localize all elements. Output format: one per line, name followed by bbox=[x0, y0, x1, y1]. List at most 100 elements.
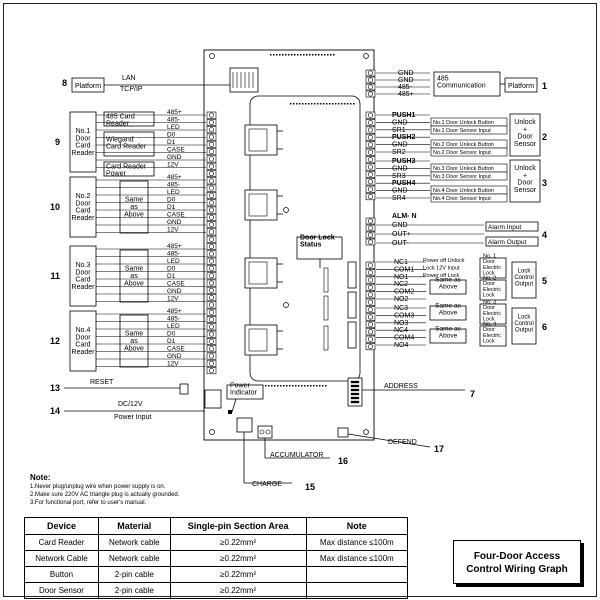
platform-box-right bbox=[504, 77, 538, 93]
pin-dot bbox=[300, 54, 302, 56]
terminal-screw bbox=[209, 214, 215, 220]
pin-dot bbox=[289, 385, 291, 387]
terminal-screw bbox=[209, 302, 215, 308]
notes-block: Note: 1.Never plug/unplug wire when powe… bbox=[30, 474, 179, 507]
table-cell: 2-pin cable bbox=[97, 582, 171, 599]
terminal-screw bbox=[367, 179, 373, 185]
push-note: No.1 Door Sensor Input bbox=[433, 128, 491, 134]
pin-dot bbox=[301, 385, 303, 387]
terminal-pin bbox=[365, 298, 376, 306]
note-line-3: 3.For functional port, refer to user's m… bbox=[30, 500, 147, 506]
table-cell: Network Cable bbox=[24, 550, 99, 567]
terminal-pin bbox=[365, 335, 376, 343]
terminal-screw bbox=[367, 218, 373, 224]
pin-dot bbox=[290, 103, 292, 105]
terminal-pin bbox=[365, 276, 376, 284]
callout-11: 11 bbox=[50, 271, 60, 281]
charge-label: CHARGE bbox=[252, 481, 282, 488]
pin-dot bbox=[324, 54, 326, 56]
reader-group-box bbox=[69, 111, 97, 173]
terminal-screw bbox=[209, 207, 215, 213]
pin-label: LED bbox=[167, 323, 180, 330]
terminal-pin bbox=[206, 148, 217, 156]
terminal-pin bbox=[365, 291, 376, 299]
lock-pin-label: NC4 bbox=[394, 327, 408, 334]
terminal-pin bbox=[365, 343, 376, 351]
terminal-pin bbox=[206, 352, 217, 360]
lock-pin-label: NC3 bbox=[394, 305, 408, 312]
lock-pin-label: NC2 bbox=[394, 281, 408, 288]
callout-12: 12 bbox=[50, 336, 60, 346]
terminal-pin bbox=[206, 111, 217, 119]
pin-label: 12V bbox=[167, 162, 179, 169]
pin-dot bbox=[323, 103, 325, 105]
push-pin-label: GND bbox=[392, 119, 408, 126]
terminal-pin bbox=[206, 330, 217, 338]
table-cell: Network cable bbox=[97, 534, 171, 551]
mount-hole bbox=[209, 53, 215, 59]
pin-dot bbox=[350, 103, 352, 105]
callout-1: 1 bbox=[542, 81, 547, 91]
terminal-screw bbox=[367, 134, 373, 140]
terminal-screw bbox=[367, 329, 373, 335]
pin-label: 485+ bbox=[167, 308, 182, 315]
terminal-pin bbox=[206, 301, 217, 309]
terminal-pin bbox=[365, 269, 376, 277]
door-lock-2 bbox=[479, 279, 507, 301]
pin-dot bbox=[265, 385, 267, 387]
push-note: No.2 Door Sensor Input bbox=[433, 150, 491, 156]
dc-jack bbox=[204, 389, 222, 409]
pin-dot bbox=[310, 385, 312, 387]
terminal-screw bbox=[367, 232, 373, 238]
comm-box bbox=[433, 71, 501, 97]
pin-dot bbox=[338, 103, 340, 105]
terminal-screw bbox=[209, 156, 215, 162]
reader-port-inner bbox=[248, 328, 268, 352]
relay bbox=[347, 261, 357, 289]
pin-dot bbox=[277, 385, 279, 387]
lock-pin-label: COM4 bbox=[394, 335, 414, 342]
terminal-screw bbox=[209, 163, 215, 169]
sub-power bbox=[103, 161, 155, 177]
terminal-screw bbox=[367, 262, 373, 268]
callout-15: 15 bbox=[305, 482, 315, 492]
reader-port-inner bbox=[248, 193, 268, 217]
terminal-pin bbox=[206, 184, 217, 192]
terminal-pin bbox=[206, 308, 217, 316]
terminal-pin bbox=[365, 320, 376, 328]
mount-hole bbox=[209, 429, 215, 435]
table-cell: 2-pin cable bbox=[97, 566, 171, 583]
terminal-screw bbox=[367, 142, 373, 148]
col-section-area: Single-pin Section Area bbox=[169, 517, 307, 535]
pin-dot bbox=[270, 54, 272, 56]
pin-dot bbox=[293, 103, 295, 105]
terminal-screw bbox=[367, 186, 373, 192]
pin-label: 485+ bbox=[167, 174, 182, 181]
pin-dot bbox=[298, 385, 300, 387]
lock-pin-label: NO3 bbox=[394, 320, 409, 327]
pin-dot bbox=[304, 385, 306, 387]
pin-label: D0 bbox=[167, 331, 176, 338]
pin-dot bbox=[308, 103, 310, 105]
relay bbox=[347, 291, 357, 319]
terminal-screw bbox=[367, 344, 373, 350]
callout-9: 9 bbox=[55, 137, 60, 147]
diagram-title: Four-Door Access Control Wiring Graph bbox=[453, 540, 581, 584]
alarm-output-label: Alarm Output bbox=[488, 239, 526, 246]
table-cell: ≥0.22mm² bbox=[169, 566, 307, 583]
relay bbox=[347, 321, 357, 349]
pin-label: D0 bbox=[167, 132, 176, 139]
pin-dot bbox=[353, 103, 355, 105]
door-lock-1 bbox=[479, 303, 507, 325]
pin-label: CASE bbox=[167, 212, 185, 219]
terminal-pin bbox=[365, 313, 376, 321]
mount-hole bbox=[363, 53, 369, 59]
pin-dot bbox=[268, 385, 270, 387]
